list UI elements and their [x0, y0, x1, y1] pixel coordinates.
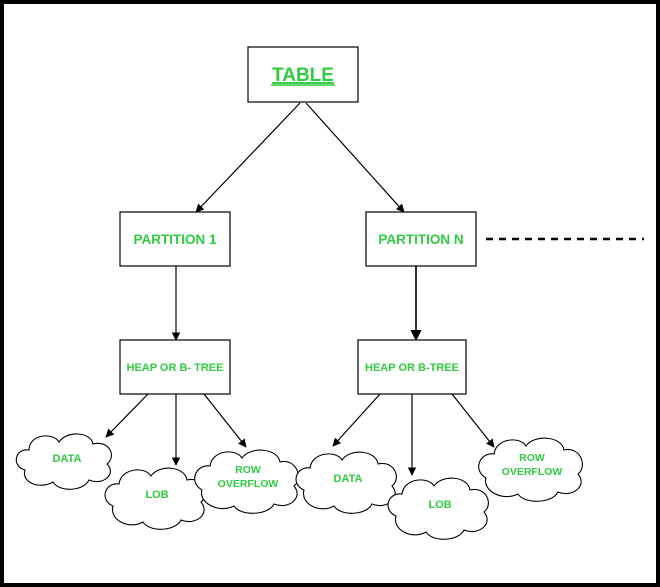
cloud-row-overflow-1-line-2: OVERFLOW [218, 478, 279, 490]
cloud-row-overflow-n: ROW OVERFLOW [478, 437, 583, 502]
cloud-data-1-label: DATA [53, 453, 82, 465]
arrow-heap-n-to-row-overflow [451, 393, 495, 448]
table-partition-diagram: TABLE PARTITION 1 PARTITION N [15, 46, 644, 540]
cloud-lob-1-label: LOB [145, 489, 168, 501]
arrow-heap-n-to-data [332, 393, 381, 447]
partition-n-label: PARTITION N [378, 232, 463, 247]
table-label: TABLE [272, 65, 334, 86]
cloud-lob-n-label: LOB [428, 499, 451, 511]
partition-1-node: PARTITION 1 [119, 211, 231, 267]
heap-btree-node-n: HEAP OR B-TREE [357, 339, 467, 395]
cloud-row-overflow-n-line-2: OVERFLOW [502, 466, 563, 478]
table-node: TABLE [247, 46, 359, 103]
arrow-table-to-partition-n [305, 102, 405, 213]
cloud-row-overflow-1-line-1: ROW [235, 464, 261, 476]
cloud-data-n-label: DATA [334, 473, 363, 485]
cloud-data-n: DATA [295, 451, 397, 514]
partition-n-node: PARTITION N [365, 211, 477, 267]
cloud-lob-n: LOB [387, 477, 489, 540]
arrow-heap-1-to-row-overflow [203, 393, 247, 448]
cloud-lob-1: LOB [104, 467, 206, 530]
diagram-canvas: TABLE PARTITION 1 PARTITION N [4, 4, 656, 583]
cloud-row-overflow-n-line-1: ROW [519, 452, 545, 464]
heap-btree-label-n: HEAP OR B-TREE [365, 362, 459, 374]
arrow-heap-1-to-data [105, 393, 149, 438]
heap-btree-node-1: HEAP OR B- TREE [119, 339, 231, 395]
heap-btree-label-1: HEAP OR B- TREE [127, 362, 224, 374]
arrow-table-to-partition-1 [195, 102, 301, 213]
cloud-data-1: DATA [15, 433, 112, 490]
cloud-row-overflow-1: ROW OVERFLOW [194, 449, 299, 514]
partition-1-label: PARTITION 1 [133, 232, 216, 247]
